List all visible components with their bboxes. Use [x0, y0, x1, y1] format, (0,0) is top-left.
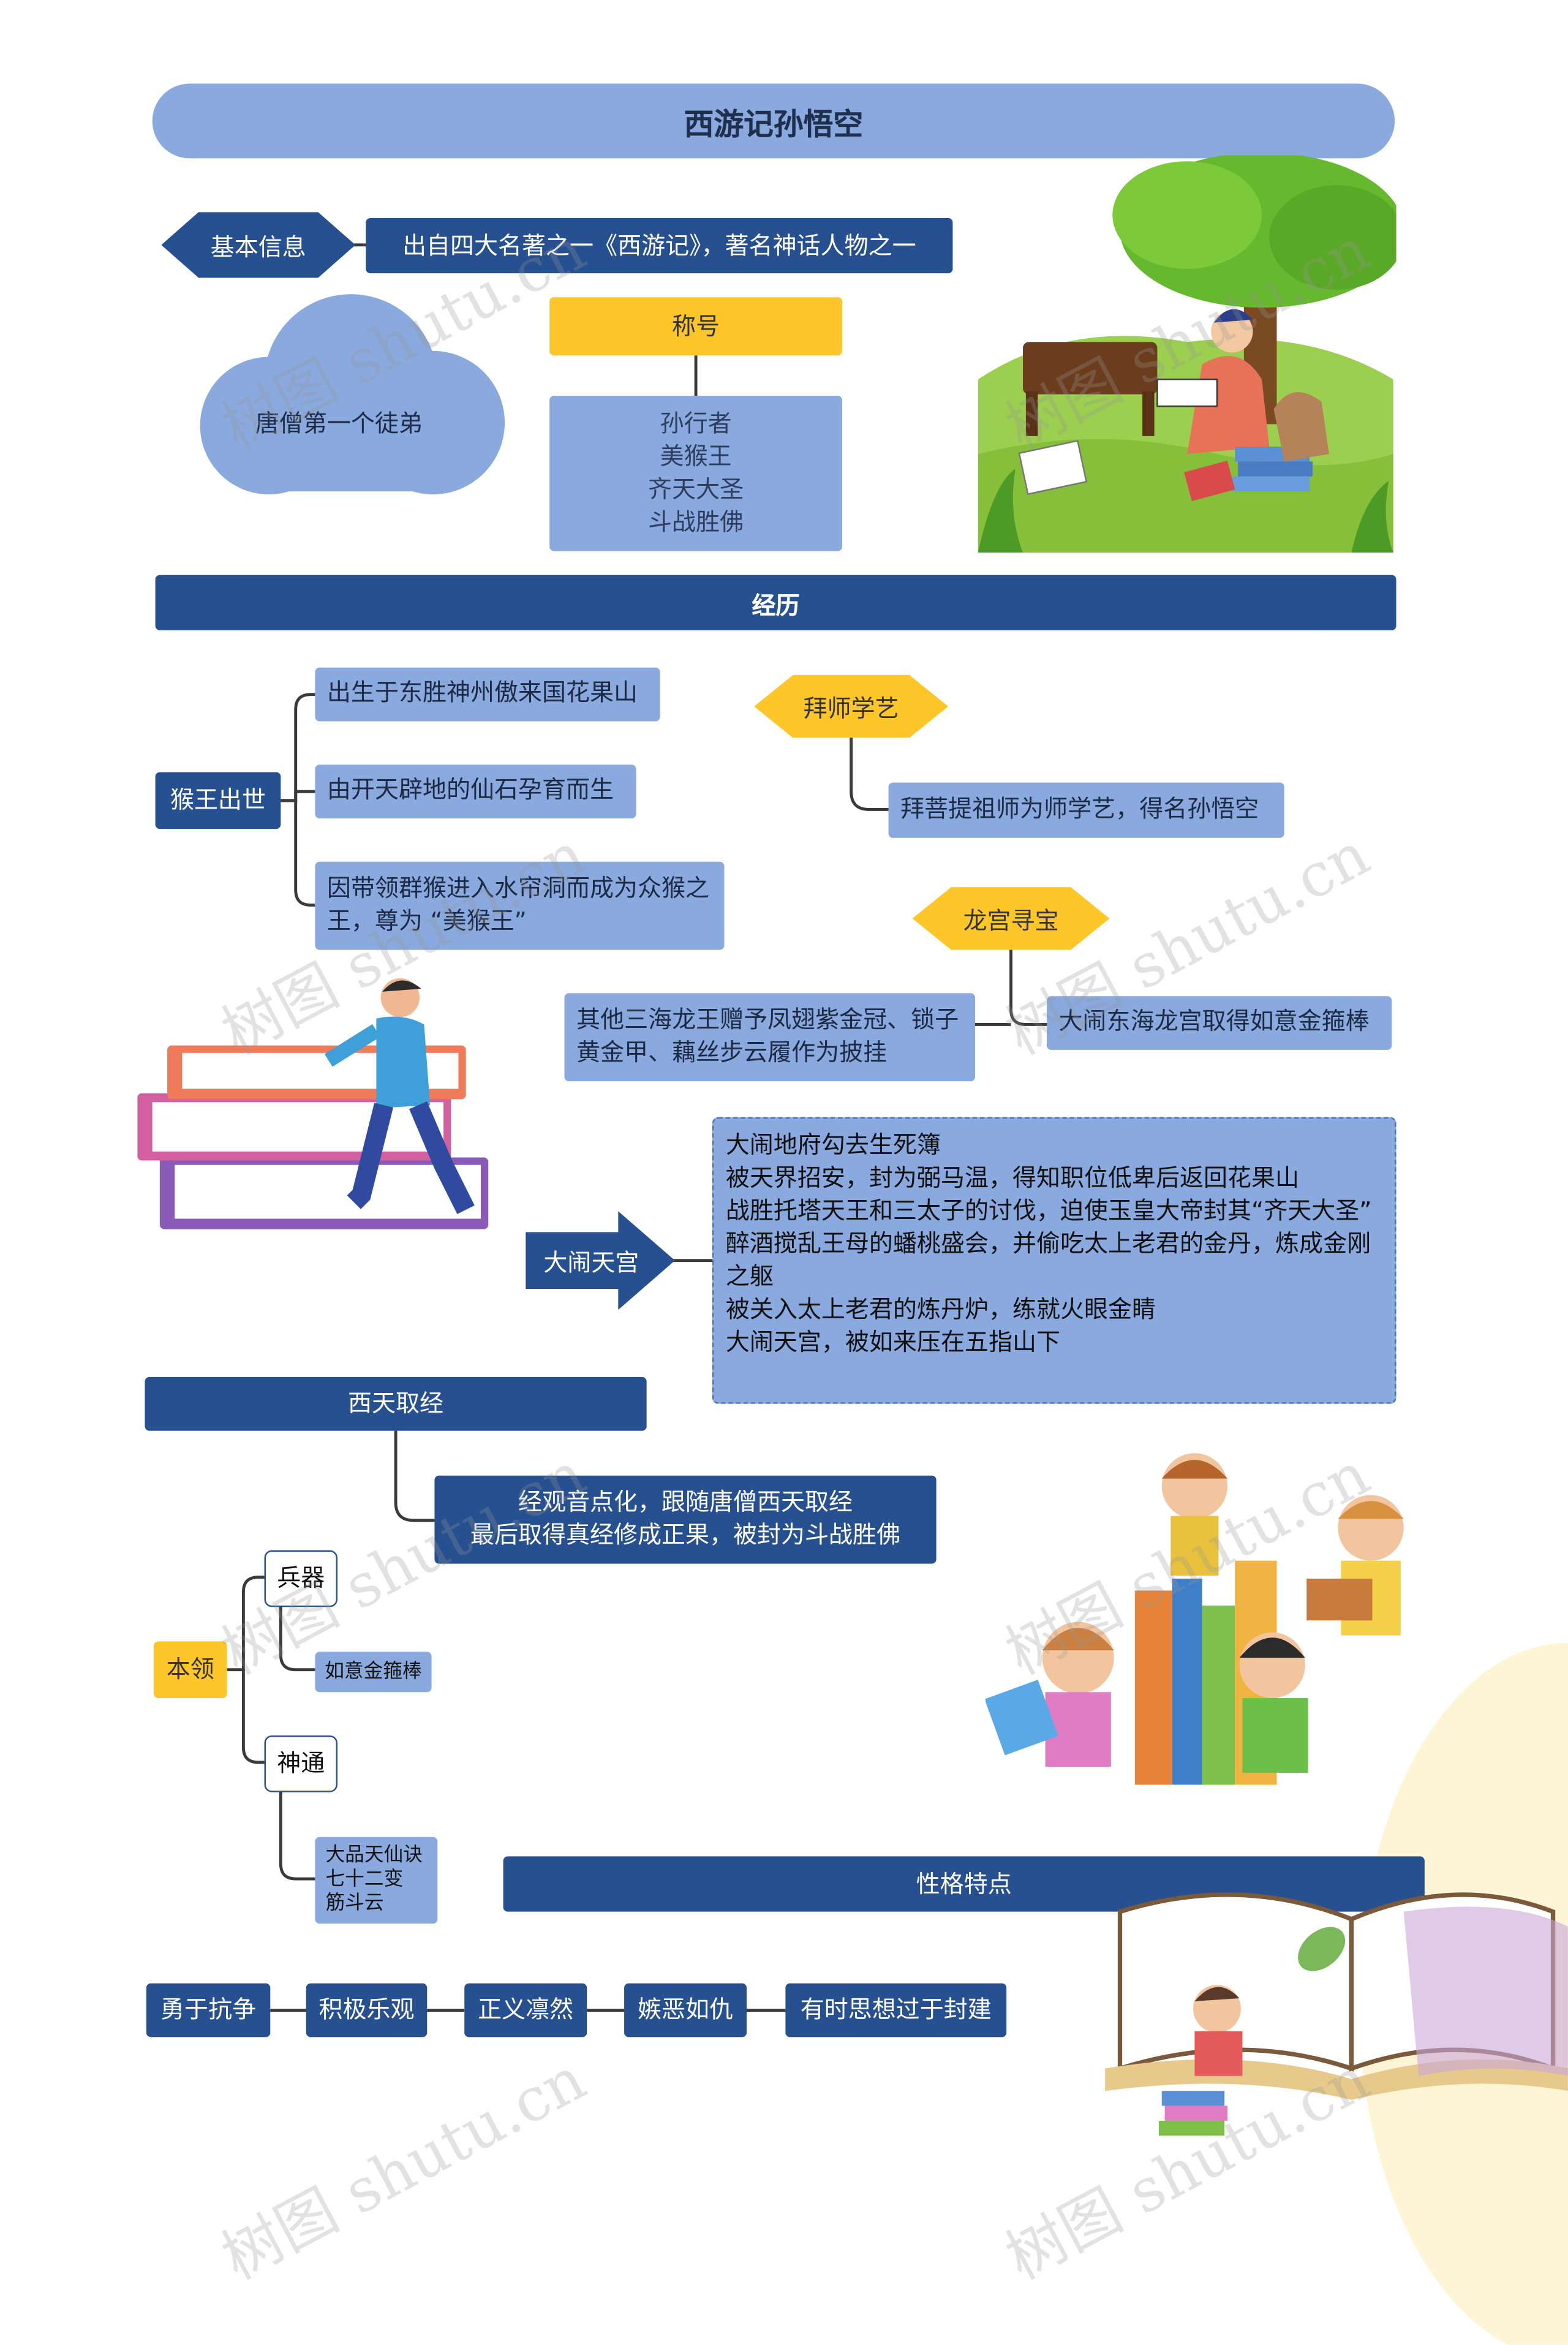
experience-header-label: 经历: [752, 591, 800, 619]
kids-books-illustration: [986, 1453, 1404, 1785]
havoc-label: 大闹天宫: [543, 1248, 639, 1277]
disciple-cloud: 唐僧第一个徒弟: [164, 291, 513, 494]
journey-item: 最后取得真经修成正果，被封为斗战胜佛: [470, 1520, 901, 1549]
magic-item: 七十二变: [325, 1868, 404, 1891]
title-item: 孙行者: [660, 409, 732, 438]
dragon-diamond: 龙宫寻宝: [912, 887, 1110, 950]
havoc-item: 大闹天宫，被如来压在五指山下: [725, 1327, 1061, 1356]
titles-box: 孙行者 美猴王 齐天大圣 斗战胜佛: [549, 396, 843, 551]
havoc-item: 被关入太上老君的炼丹炉，练就火眼金睛: [725, 1294, 1156, 1324]
birth-item: 因带领群猴进入水帘洞而成为众猴之王，尊为 “美猴王”: [315, 861, 725, 950]
journey-box: 经观音点化，跟随唐僧西天取经 最后取得真经修成正果，被封为斗战胜佛: [434, 1475, 937, 1564]
weapon-item: 如意金箍棒: [315, 1652, 432, 1693]
havoc-box: 大闹地府勾去生死簿 被天界招安，封为弼马温，得知职位低卑后返回花果山 战胜托塔天…: [712, 1117, 1396, 1404]
havoc-item: 醉酒搅乱王母的蟠桃盛会，并偷吃太上老君的金丹，炼成金刚之躯: [725, 1229, 1371, 1291]
birth-node: 猴王出世: [155, 772, 281, 829]
birth-item: 出生于东胜神州傲来国花果山: [315, 667, 660, 722]
trait-item: 勇于抗争: [146, 1983, 271, 2037]
dragon-item: 其他三海龙王赠予凤翅紫金冠、锁子黄金甲、藕丝步云履作为披挂: [564, 993, 976, 1082]
journey-header: 西天取经: [145, 1376, 647, 1431]
trait-item: 正义凛然: [464, 1983, 587, 2037]
disciple-text: 唐僧第一个徒弟: [255, 409, 423, 438]
magic-item: 筋斗云: [325, 1892, 384, 1915]
girl-reading-illustration: [978, 155, 1396, 553]
havoc-arrow: 大闹天宫: [526, 1211, 675, 1310]
basic-info-diamond: 基本信息: [161, 212, 356, 278]
trait-item: 嫉恶如仇: [624, 1983, 747, 2037]
havoc-item: 战胜托塔天王和三太子的讨伐，迫使玉皇大帝封其“齐天大圣”: [725, 1196, 1372, 1225]
trait-item: 积极乐观: [306, 1983, 428, 2037]
experience-header: 经历: [155, 575, 1396, 630]
page-title: 西游记孙悟空: [684, 105, 864, 142]
havoc-item: 被天界招安，封为弼马温，得知职位低卑后返回花果山: [725, 1163, 1300, 1192]
apprentice-diamond: 拜师学艺: [754, 674, 949, 738]
magic-node: 神通: [264, 1735, 337, 1792]
journey-item: 经观音点化，跟随唐僧西天取经: [518, 1487, 853, 1516]
diamond-shape: [754, 674, 949, 738]
weapon-node: 兵器: [264, 1550, 337, 1607]
magic-item: 大品天仙诀: [325, 1844, 423, 1867]
dragon-item: 大闹东海龙宫取得如意金箍棒: [1047, 996, 1392, 1050]
birth-item: 由开天辟地的仙石孕育而生: [315, 765, 636, 819]
man-books-illustration: [137, 978, 489, 1229]
basic-desc: 出自四大名著之一《西游记》，著名神话人物之一: [366, 217, 953, 274]
diamond-shape: [161, 212, 356, 278]
title-item: 美猴王: [660, 442, 732, 470]
dragon-label: 龙宫寻宝: [963, 906, 1059, 935]
basic-info-label: 基本信息: [210, 233, 306, 262]
title-item: 斗战胜佛: [648, 507, 744, 537]
havoc-item: 大闹地府勾去生死簿: [725, 1130, 941, 1159]
title-item: 齐天大圣: [648, 475, 744, 504]
open-book-illustration: [1105, 1892, 1568, 2136]
title-bar: 西游记孙悟空: [152, 83, 1395, 159]
arrow-shape: [526, 1211, 675, 1310]
magic-box: 大品天仙诀 七十二变 筋斗云: [315, 1837, 438, 1924]
diamond-shape: [912, 887, 1110, 950]
trait-item: 有时思想过于封建: [785, 1983, 1007, 2037]
apprentice-label: 拜师学艺: [803, 694, 899, 723]
titles-header: 称号: [549, 297, 843, 356]
cloud-shape: [200, 294, 505, 494]
skills-node: 本领: [154, 1641, 227, 1699]
apprentice-item: 拜菩提祖师为师学艺，得名孙悟空: [888, 782, 1284, 838]
